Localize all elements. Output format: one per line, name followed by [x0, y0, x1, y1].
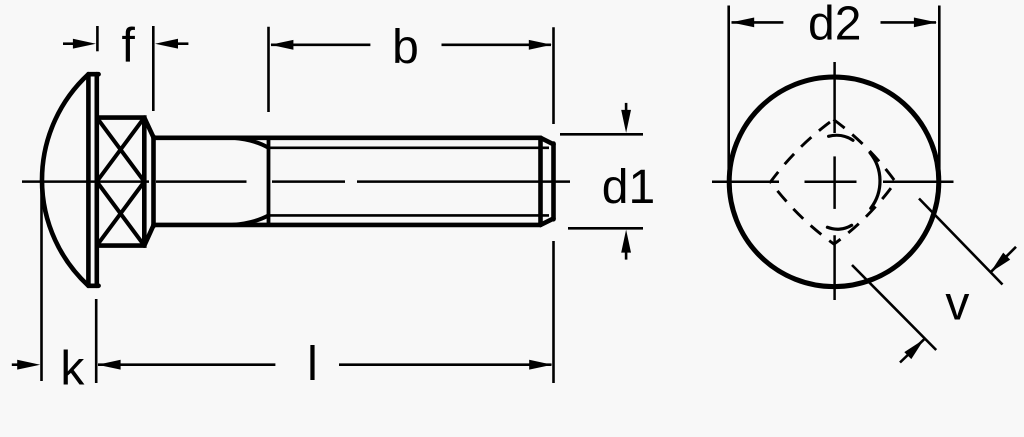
svg-text:f: f: [122, 20, 136, 73]
svg-text:d1: d1: [602, 161, 655, 214]
svg-text:d2: d2: [808, 0, 861, 51]
svg-text:l: l: [307, 338, 318, 391]
svg-text:k: k: [60, 343, 85, 396]
svg-text:v: v: [945, 278, 969, 331]
svg-text:b: b: [392, 21, 419, 74]
